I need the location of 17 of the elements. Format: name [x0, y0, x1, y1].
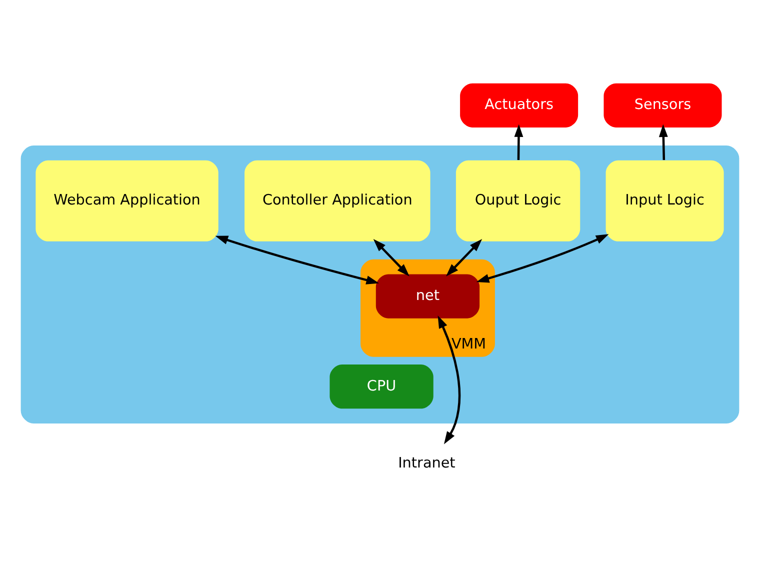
node-box: Input Logic — [605, 160, 724, 241]
node-box: net — [375, 274, 480, 318]
node-text: Intranet — [398, 454, 455, 471]
arrow — [476, 234, 608, 282]
arrow — [214, 235, 379, 284]
node-box: Sensors — [603, 82, 722, 127]
arrow — [437, 314, 460, 444]
arrow — [514, 124, 523, 160]
node-box: Webcam Application — [35, 160, 218, 241]
node-box: Ouput Logic — [455, 160, 580, 241]
arrow — [372, 238, 409, 276]
arrow — [445, 238, 482, 276]
node-box: Actuators — [460, 82, 578, 127]
node-box: CPU — [329, 364, 433, 408]
arrow — [658, 124, 668, 160]
cluster — [20, 144, 739, 424]
node-box: Contoller Application — [244, 160, 430, 241]
